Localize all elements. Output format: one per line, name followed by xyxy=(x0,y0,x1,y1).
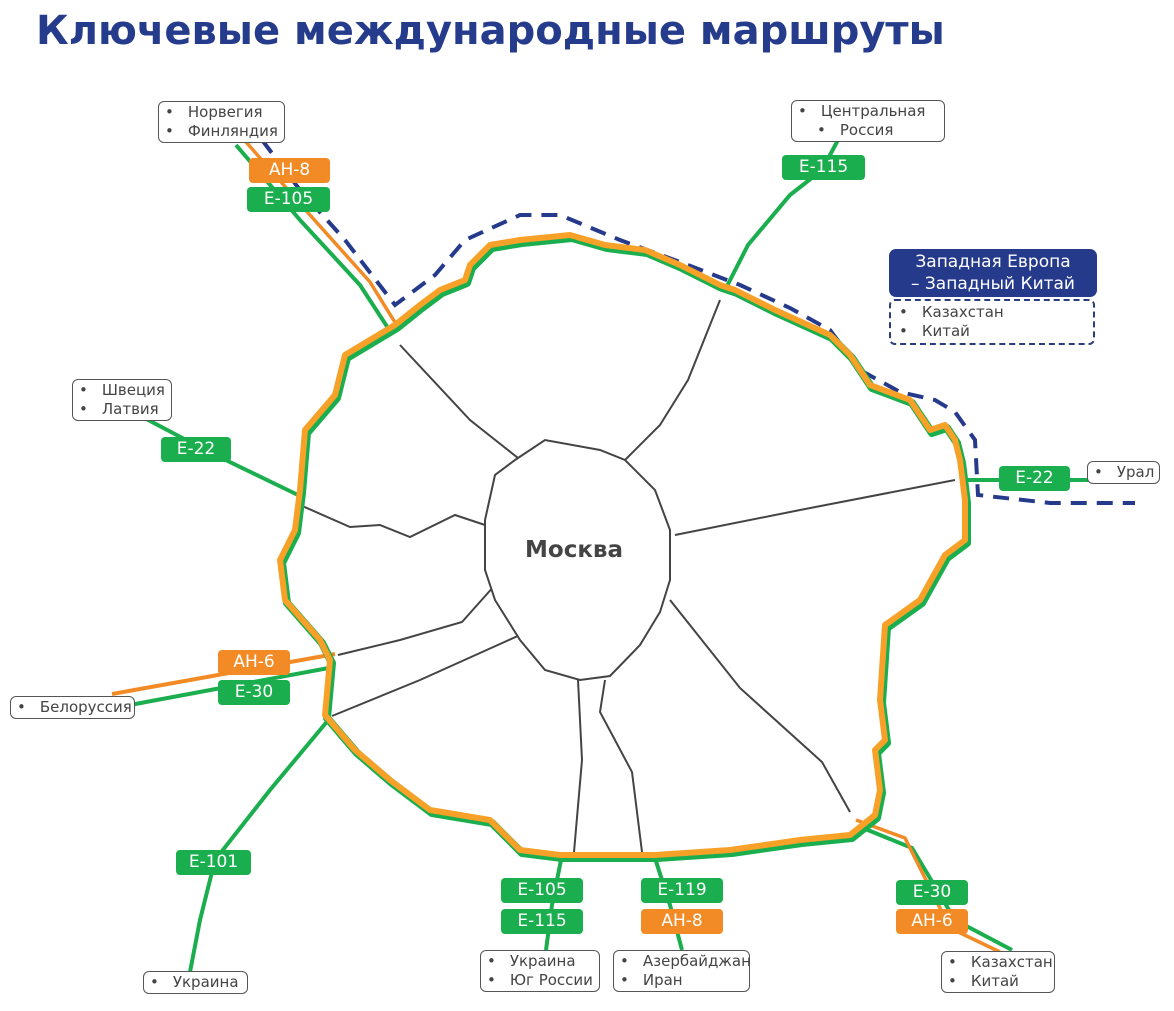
destination-box-sw: Украина xyxy=(143,971,248,994)
route-tag-e115-s: Е-115 xyxy=(501,909,583,934)
destination-item: Центральная xyxy=(798,102,938,121)
destination-item: Иран xyxy=(620,971,743,990)
route-tag-e22-e: Е-22 xyxy=(999,466,1070,491)
route-tag-e30-w: Е-30 xyxy=(218,680,290,705)
route-tag-e119-s: Е-119 xyxy=(641,878,723,903)
route-tag-e30-se: Е-30 xyxy=(896,880,968,905)
destination-item: Юг России xyxy=(487,971,593,990)
route-tag-ah6-se: АН-6 xyxy=(896,909,968,934)
destination-box-se: Казахстан Китай xyxy=(941,951,1055,993)
route-tag-ah8-nw: АН-8 xyxy=(249,158,330,183)
destination-box-s1: Украина Юг России xyxy=(480,950,600,992)
destination-item: Швеция xyxy=(79,381,165,400)
route-tag-e101: Е-101 xyxy=(176,850,251,875)
route-tag-ah6-w: АН-6 xyxy=(218,650,290,675)
route-tag-e22-w: Е-22 xyxy=(161,437,231,462)
route-tag-e105-s: Е-105 xyxy=(501,878,583,903)
moscow-city-area xyxy=(484,438,671,682)
legend-item: Казахстан xyxy=(899,303,1085,322)
route-e119-s xyxy=(652,854,684,951)
route-tag-e105-nw: Е-105 xyxy=(247,187,330,212)
western-europe-china-route xyxy=(260,138,1135,505)
moscow-label: Москва xyxy=(525,537,624,563)
legend-destinations: Казахстан Китай xyxy=(889,299,1095,345)
route-e105-e115-s xyxy=(544,854,564,951)
destination-item: Украина xyxy=(150,973,241,992)
destination-box-ne: Центральная Россия xyxy=(791,100,945,142)
legend-title-line: Западная Европа xyxy=(915,252,1071,272)
destination-item: Норвегия xyxy=(165,103,278,122)
destination-item: Финляндия xyxy=(165,122,278,141)
destination-item: Урал xyxy=(1094,463,1154,482)
destination-box-nw: Норвегия Финляндия xyxy=(158,101,285,143)
route-tag-ah8-s: АН-8 xyxy=(641,909,723,934)
destination-item: Казахстан xyxy=(948,953,1053,972)
legend-title-line: – Западный Китай xyxy=(911,274,1075,294)
destination-item: Украина xyxy=(487,952,593,971)
legend-title: Западная Европа – Западный Китай xyxy=(889,249,1097,297)
destination-item: Азербайджан xyxy=(620,952,751,971)
destination-item: Белоруссия xyxy=(17,698,132,717)
destination-item: Латвия xyxy=(79,400,165,419)
ring-road xyxy=(277,232,971,862)
destination-item-continued: Россия xyxy=(798,121,938,140)
destination-box-w: Швеция Латвия xyxy=(72,379,172,421)
route-tag-e115-ne: Е-115 xyxy=(782,155,865,180)
destination-box-s2: Азербайджан Иран xyxy=(613,950,751,992)
route-e101 xyxy=(188,716,332,973)
radial-roads xyxy=(299,299,956,853)
legend-item: Китай xyxy=(899,322,1085,341)
destination-box-belarus: Белоруссия xyxy=(10,696,135,719)
page-title: Ключевые международные маршруты xyxy=(36,8,945,54)
destination-item: Китай xyxy=(948,972,1048,991)
destination-box-e: Урал xyxy=(1087,461,1160,484)
